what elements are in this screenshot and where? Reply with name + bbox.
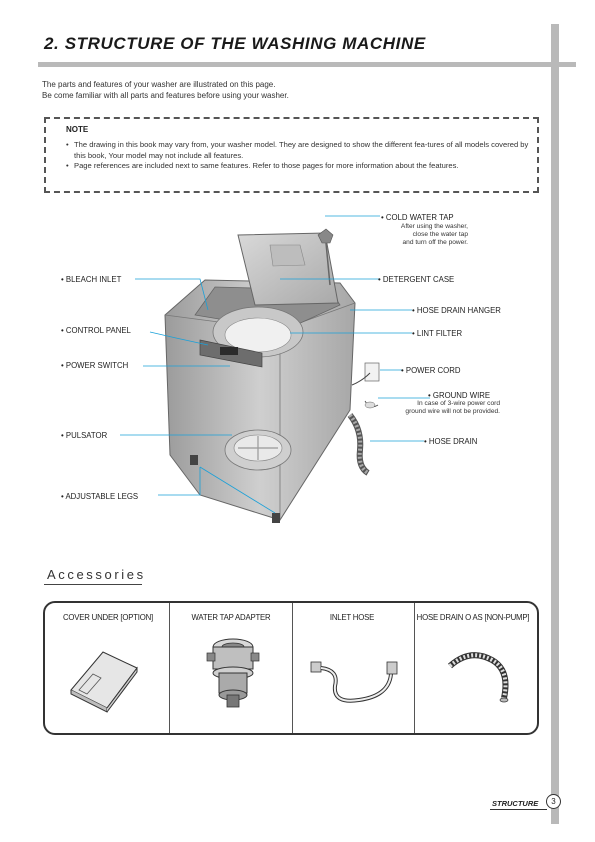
accessory-divider [292,603,293,733]
footer-rule [490,809,547,810]
washer-illustration [120,215,430,523]
cover-under-icon [70,651,138,713]
leader-adjustable-legs [158,467,201,496]
accessory-label: HOSE DRAIN O AS [NON-PUMP] [416,613,530,622]
accessories-title: Accessories [47,567,146,582]
leader-lines [120,215,430,514]
label-hose-drain: • HOSE DRAIN [424,437,478,446]
water-tap-adapter-icon [206,638,260,708]
note-title: NOTE [66,125,89,134]
label-adjustable-legs: • ADJUSTABLE LEGS [61,492,139,501]
note-line: close the water tap [412,231,468,238]
note-item: Page references are included next to sam… [66,161,536,172]
note-list: The drawing in this book may vary from, … [66,140,536,172]
accessories-underline [44,584,142,585]
label-bleach-inlet: • BLEACH INLET [61,275,122,284]
power-cord-icon [351,362,380,409]
hose-drain-icon [347,413,370,476]
washer-body [164,232,356,523]
page-side-bar [551,24,559,824]
label-pulsator: • PULSATOR [61,431,108,440]
note-line: and turn off the power. [402,239,469,246]
page-title: 2. STRUCTURE OF THE WASHING MACHINE [44,34,426,53]
accessory-divider [169,603,170,733]
title-rule [38,62,576,67]
intro-line: Be come familiar with all parts and feat… [42,91,289,100]
label-lint-filter: • LINT FILTER [412,329,463,338]
washer-diagram: • COLD WATER TAP After using the washer,… [0,205,540,530]
label-hose-drain-hanger: • HOSE DRAIN HANGER [412,306,501,315]
note-line: After using the washer, [400,223,468,230]
intro-line: The parts and features of your washer ar… [42,80,276,89]
leader-control-panel [149,331,209,346]
cold-water-tap-icon [317,228,334,286]
ground-wire-note: In case of 3-wire power cord ground wire… [382,400,500,416]
hose-drain-accessory-icon [447,652,509,703]
footer-section-label: STRUCTURE [492,799,539,808]
accessories-box: COVER UNDER [OPTION] WATER TAP ADAPTER I… [43,601,539,735]
leader-adjustable-legs-2 [199,466,276,514]
label-power-switch: • POWER SWITCH [61,361,129,370]
label-control-panel: • CONTROL PANEL [61,326,131,335]
label-detergent-case: • DETERGENT CASE [378,275,455,284]
cold-water-tap-note: After using the washer, close the water … [360,223,468,247]
accessory-label: INLET HOSE [329,613,375,622]
note-line: In case of 3-wire power cord [417,400,500,407]
page-number: 3 [546,794,561,809]
accessory-label: COVER UNDER [OPTION] [62,613,153,622]
label-cold-water-tap: • COLD WATER TAP [381,213,454,222]
accessory-divider [414,603,415,733]
label-ground-wire: • GROUND WIRE [428,391,491,400]
label-power-cord: • POWER CORD [401,366,461,375]
note-box: NOTE The drawing in this book may vary f… [44,117,539,193]
note-line: ground wire will not be provided. [405,408,500,415]
leader-bleach-inlet [135,278,209,311]
intro-text: The parts and features of your washer ar… [42,79,289,101]
accessory-label: WATER TAP ADAPTER [191,613,271,622]
note-item: The drawing in this book may vary from, … [66,140,536,161]
inlet-hose-icon [310,661,398,703]
